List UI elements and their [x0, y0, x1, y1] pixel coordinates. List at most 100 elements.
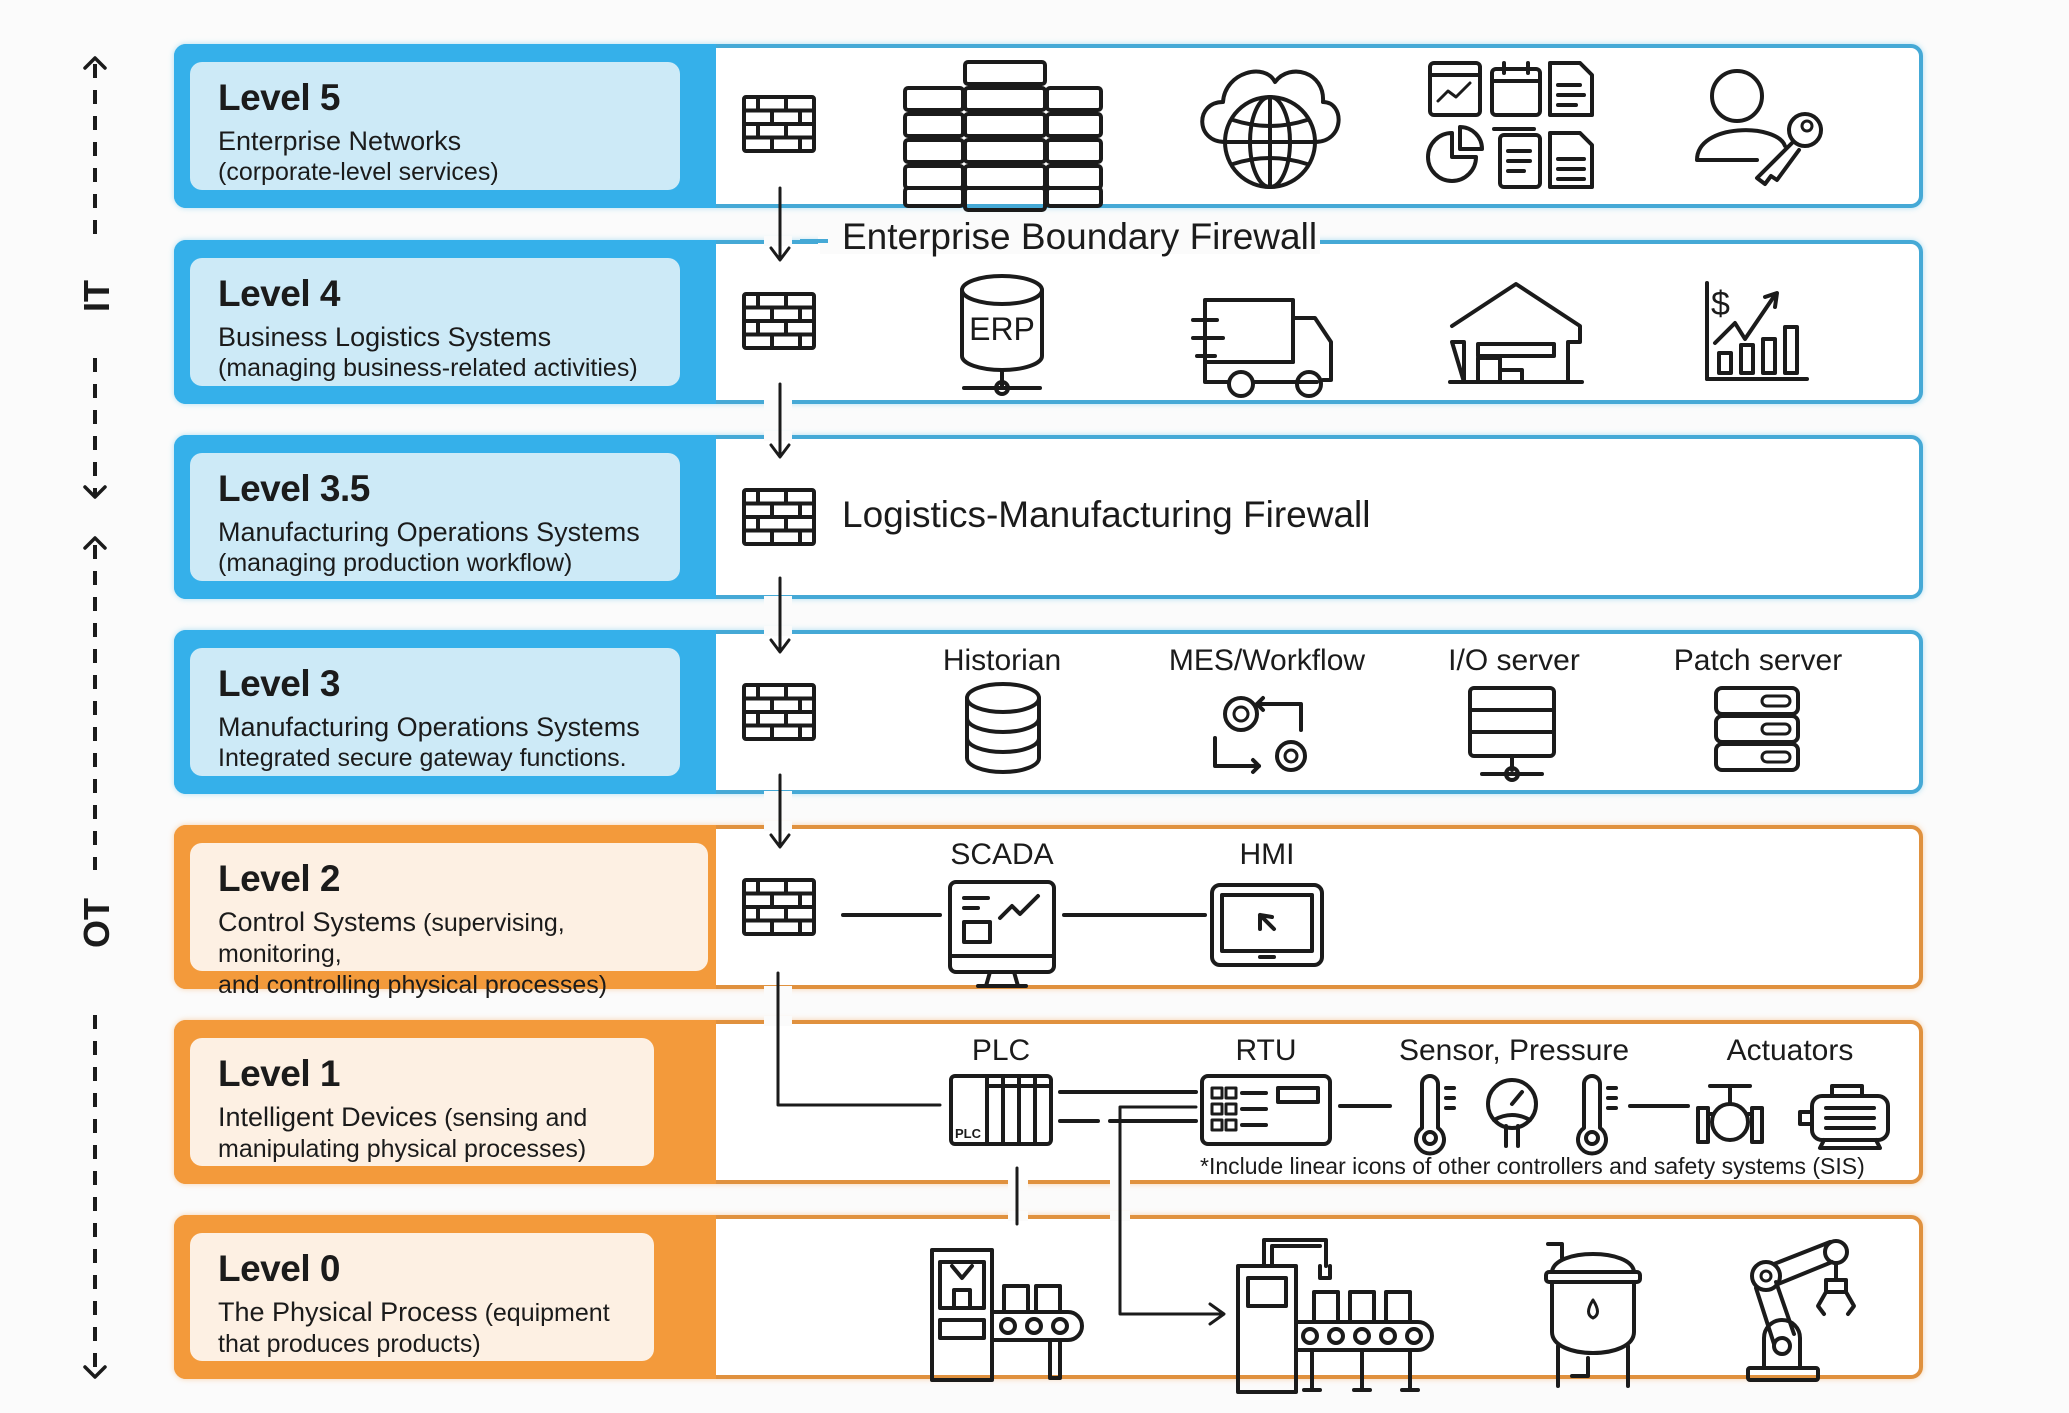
valve-icon	[1696, 1084, 1764, 1144]
border-gap	[764, 236, 792, 246]
level-desc-sub: manipulating physical processes)	[218, 1135, 587, 1163]
connector-l35-l3	[769, 576, 791, 654]
level-description: Business Logistics Systems (managing bus…	[218, 322, 652, 384]
level-3-5-row: Level 3.5 Manufacturing Operations Syste…	[174, 435, 1923, 599]
level-desc-main: Enterprise Networks	[218, 126, 462, 156]
historian-database-icon	[965, 682, 1041, 774]
level-description: Manufacturing Operations Systems Integra…	[218, 712, 652, 774]
logistics-manufacturing-firewall-label: Logistics-Manufacturing Firewall	[842, 494, 1371, 535]
level-4-row: Level 4 Business Logistics Systems (mana…	[174, 240, 1923, 404]
level-1-row: Level 1 Intelligent Devices (sensing and…	[174, 1020, 1923, 1184]
hmi-label: HMI	[1239, 838, 1295, 871]
user-key-icon	[1695, 69, 1823, 186]
level-desc-sub: and controlling physical processes)	[218, 971, 608, 999]
thermometer-icon	[1414, 1074, 1456, 1156]
level-3-label-panel: Level 3 Manufacturing Operations Systems…	[190, 648, 680, 776]
plc-label: PLC	[971, 1034, 1031, 1067]
border-gap	[764, 431, 792, 441]
level-description: Manufacturing Operations Systems (managi…	[218, 517, 652, 579]
level-desc-sub: (managing production workflow)	[218, 549, 573, 577]
ot-up-arrow-icon	[83, 536, 107, 550]
level-1-label-panel: Level 1 Intelligent Devices (sensing and…	[190, 1038, 654, 1166]
level-desc-main: Control Systems	[218, 907, 417, 937]
scada-label: SCADA	[950, 838, 1054, 871]
connector-l3-l2	[769, 773, 791, 849]
production-line-icon	[1236, 1238, 1434, 1394]
arrow-head	[1208, 1302, 1226, 1326]
it-ot-axis	[83, 56, 107, 1379]
level-2-label-panel: Level 2 Control Systems (supervising, mo…	[190, 843, 708, 999]
machine-conveyor-icon	[930, 1248, 1084, 1382]
border-gap	[764, 596, 792, 606]
firewall-icon	[742, 292, 816, 350]
erp-database-icon: ERP	[960, 274, 1044, 396]
ot-down-arrow-icon	[83, 1365, 107, 1379]
level-3-5-label-panel: Level 3.5 Manufacturing Operations Syste…	[190, 453, 680, 581]
firewall-icon	[742, 683, 816, 741]
link-rtu-level0	[1118, 1105, 1224, 1316]
level-desc-main: Intelligent Devices	[218, 1102, 438, 1132]
it-down-arrow-icon	[83, 485, 107, 499]
level-desc-inline: (equipment	[484, 1299, 610, 1327]
financial-chart-icon: $	[1705, 281, 1809, 381]
level-desc-main: The Physical Process	[218, 1297, 478, 1327]
scada-monitor-icon	[948, 880, 1056, 988]
plc-icon: PLC	[949, 1074, 1053, 1146]
level-desc-inline: (sensing and	[444, 1104, 588, 1132]
tank-icon	[1544, 1242, 1642, 1388]
patch-server-label: Patch server	[1673, 644, 1843, 677]
level-description: Intelligent Devices (sensing and manipul…	[218, 1102, 626, 1165]
level-desc-main: Business Logistics Systems	[218, 322, 552, 352]
rtu-icon	[1200, 1074, 1332, 1146]
level-title: Level 2	[218, 858, 340, 899]
mes-gears-icon	[1213, 696, 1307, 774]
level-desc-inline: (supervising, monitoring,	[218, 909, 565, 968]
enterprise-firewall-dash	[800, 239, 828, 243]
erp-label: ERP	[969, 311, 1035, 347]
border-gap	[764, 626, 792, 636]
connector-l5-l4	[769, 186, 791, 262]
actuators-label: Actuators	[1726, 1034, 1854, 1067]
patch-server-icon	[1714, 686, 1800, 772]
level-title: Level 0	[218, 1248, 340, 1289]
level-description: The Physical Process (equipment that pro…	[218, 1297, 626, 1360]
level-title: Level 3	[218, 663, 340, 704]
connector-l2-l1	[776, 971, 942, 1107]
io-server-label: I/O server	[1448, 644, 1580, 677]
level-1-footnote: *Include linear icons of other controlle…	[1200, 1153, 1865, 1179]
level-description: Control Systems (supervising, monitoring…	[218, 907, 680, 1001]
level-description: Enterprise Networks (corporate-level ser…	[218, 126, 652, 188]
level-desc-main: Manufacturing Operations Systems	[218, 517, 640, 547]
mes-workflow-label: MES/Workflow	[1168, 644, 1366, 677]
firewall-icon	[742, 878, 816, 936]
pressure-gauge-icon	[1486, 1078, 1538, 1148]
level-2-row: Level 2 Control Systems (supervising, mo…	[174, 825, 1923, 999]
historian-label: Historian	[942, 644, 1062, 677]
delivery-truck-icon	[1191, 298, 1333, 398]
firewall-icon	[742, 488, 816, 546]
it-up-arrow-icon	[83, 56, 107, 70]
level-0-label-panel: Level 0 The Physical Process (equipment …	[190, 1233, 654, 1361]
warehouse-icon	[1448, 282, 1584, 384]
rtu-label: RTU	[1235, 1034, 1297, 1067]
connector-l4-l35	[769, 382, 791, 459]
border-gap	[764, 400, 792, 410]
server-rack-icon	[903, 60, 1103, 212]
level-title: Level 1	[218, 1053, 340, 1094]
level-3-row: Level 3 Manufacturing Operations Systems…	[174, 630, 1923, 794]
level-desc-sub: (managing business-related activities)	[218, 354, 638, 382]
level-title: Level 5	[218, 77, 340, 118]
business-apps-icon	[1426, 61, 1594, 189]
dollar-label: $	[1711, 285, 1730, 323]
level-5-label-panel: Level 5 Enterprise Networks (corporate-l…	[190, 62, 680, 190]
plc-badge: PLC	[955, 1126, 982, 1141]
motor-icon	[1798, 1084, 1890, 1150]
level-0-row: Level 0 The Physical Process (equipment …	[174, 1215, 1923, 1379]
level-desc-main: Manufacturing Operations Systems	[218, 712, 640, 742]
hmi-tablet-icon	[1210, 883, 1324, 967]
firewall-icon	[742, 95, 816, 153]
level-title: Level 4	[218, 273, 340, 314]
border-gap	[764, 791, 792, 801]
sensors-label: Sensor, Pressure	[1398, 1034, 1630, 1067]
